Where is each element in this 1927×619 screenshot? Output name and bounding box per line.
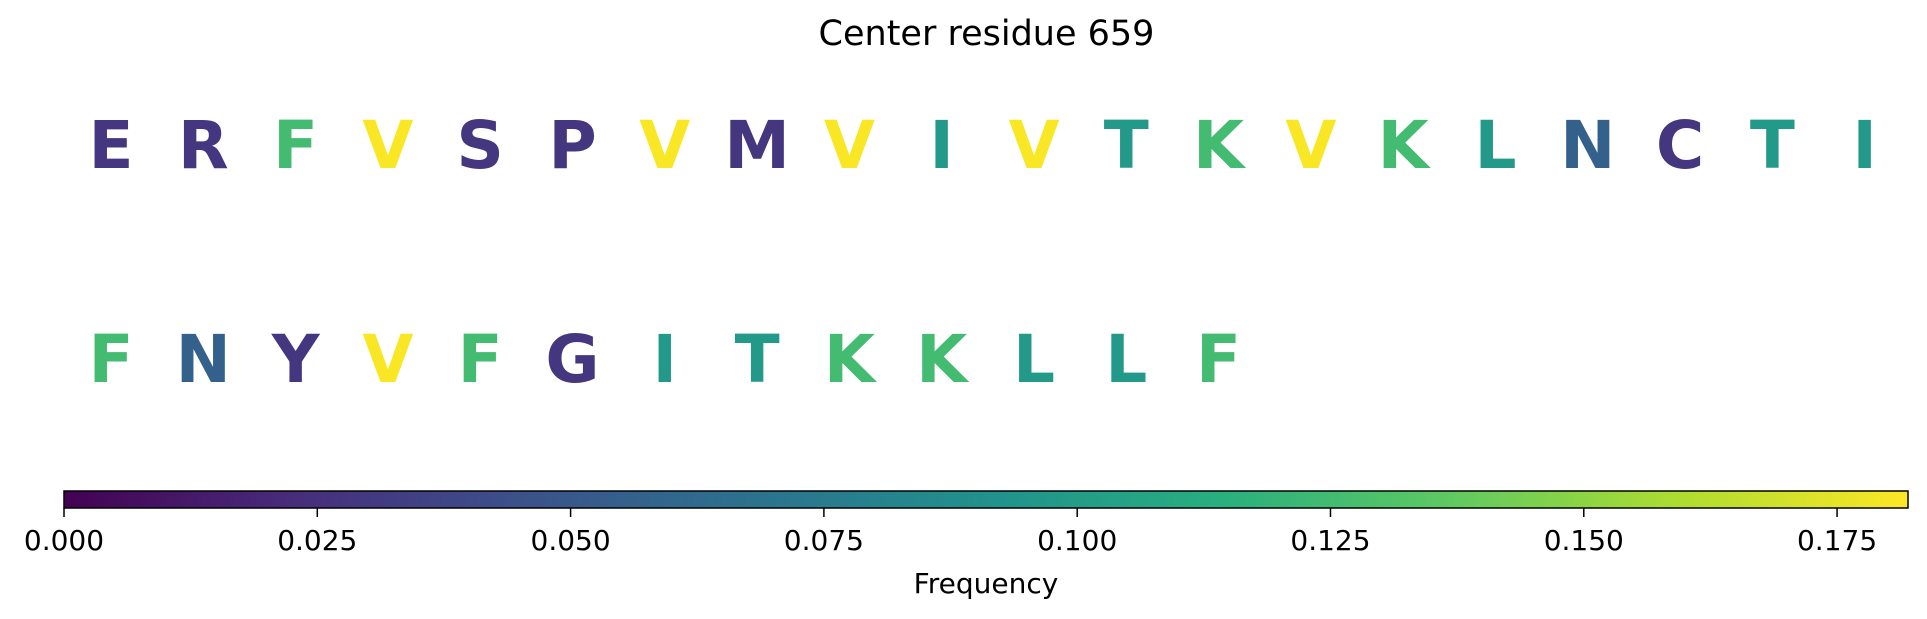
chart-title: Center residue 659 [818, 14, 1155, 54]
residue-letter: K [1378, 107, 1432, 184]
residue-letter: N [176, 321, 231, 398]
colorbar [63, 490, 1909, 509]
residue-letter: I [1852, 107, 1877, 184]
residue-letter: V [639, 107, 690, 184]
colorbar-tick-label: 0.050 [531, 524, 611, 557]
residue-letter: T [1750, 107, 1795, 184]
residue-letter: F [88, 321, 133, 398]
colorbar-ticks: 0.000 0.025 0.050 0.075 0.100 0.125 0.150 0.175 [24, 508, 1877, 557]
residue-letter: T [1104, 107, 1149, 184]
residue-letter: V [1285, 107, 1336, 184]
residue-letter: L [1474, 107, 1516, 184]
residue-letter: F [273, 107, 318, 184]
colorbar-tick-label: 0.075 [784, 524, 864, 557]
residue-letter: K [1193, 107, 1247, 184]
residue-letter: V [362, 321, 413, 398]
residue-letter: S [456, 107, 504, 184]
colorbar-tick-label: 0.125 [1290, 524, 1370, 557]
residue-letter: C [1656, 107, 1704, 184]
residue-letter: I [653, 321, 678, 398]
colorbar-tick-label: 0.175 [1797, 524, 1877, 557]
residue-letter: V [362, 107, 413, 184]
colorbar-tick-label: 0.150 [1544, 524, 1624, 557]
residue-letter: L [1105, 321, 1147, 398]
residue-letter: I [929, 107, 954, 184]
residue-letter: L [1013, 321, 1055, 398]
colorbar-tick-label: 0.100 [1037, 524, 1117, 557]
residue-letter: P [548, 107, 596, 184]
residue-letter: Y [271, 321, 321, 398]
colorbar-tick-label: 0.000 [24, 524, 104, 557]
residue-letter: M [724, 107, 790, 184]
residue-letter: V [1008, 107, 1059, 184]
colorbar-tick-label: 0.025 [277, 524, 357, 557]
residue-letter: T [735, 321, 780, 398]
residue-letter: R [178, 107, 229, 184]
residue-letter: F [458, 321, 503, 398]
residue-letter: N [1560, 107, 1615, 184]
residue-letter: E [88, 107, 133, 184]
colorbar-label: Frequency [914, 567, 1059, 600]
residue-letter: K [824, 321, 878, 398]
residue-letter: G [545, 321, 599, 398]
residue-letter: V [824, 107, 875, 184]
residue-letter: K [916, 321, 970, 398]
residue-letter: F [1196, 321, 1241, 398]
